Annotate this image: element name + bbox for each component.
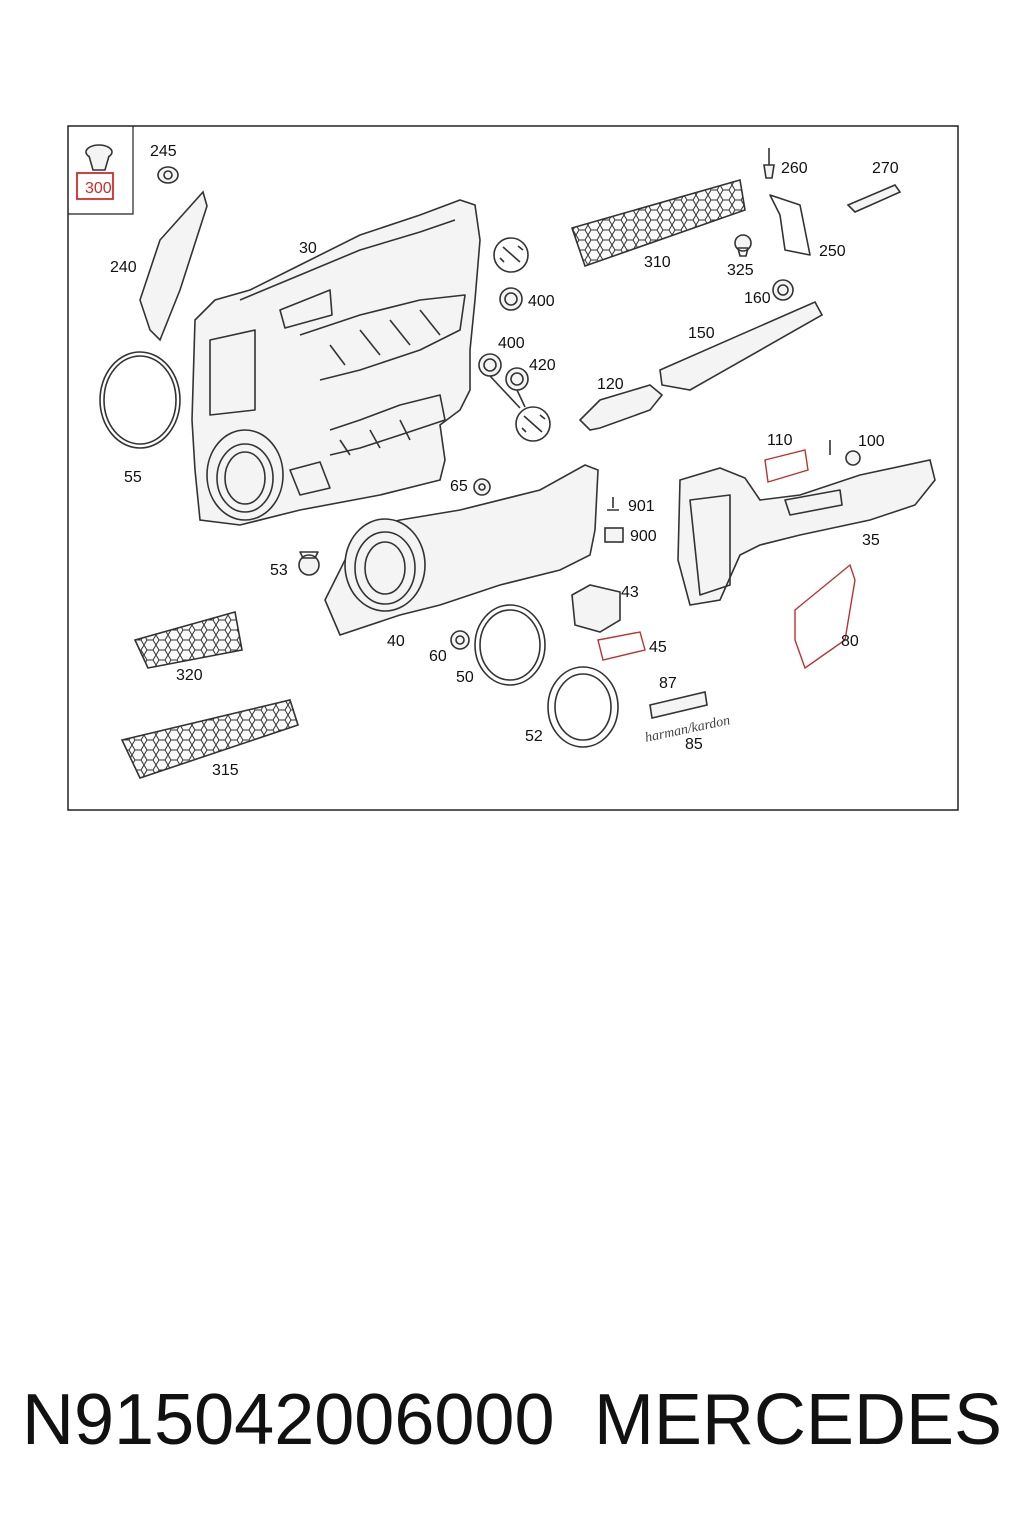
door-panel-30-shape [191,199,481,526]
callout-900: 900 [630,528,657,545]
callout-43: 43 [621,584,639,601]
callout-80: 80 [841,633,859,650]
callout-320: 320 [176,667,203,684]
callout-250: 250 [819,243,846,260]
callout-420: 420 [529,357,556,374]
switch-43-shape [571,584,621,633]
plug-270-shape [846,184,902,213]
callout-53: 53 [270,562,288,579]
callout-50: 50 [456,669,474,686]
grommet-400-icon [499,287,523,311]
callout-85: 85 [685,736,703,753]
callout-310: 310 [644,254,671,271]
callout-55: 55 [124,469,142,486]
grommet-400b-icon [478,353,502,377]
callout-240: 240 [110,259,137,276]
grommet-160-icon [772,279,794,301]
callout-100: 100 [858,433,885,450]
callout-35: 35 [862,532,880,549]
door-panel-40-shape [324,464,599,636]
exploded-parts-diagram: 300 [67,125,959,811]
grille-310-shape [570,178,746,268]
highlight-box [76,172,114,200]
clip-53-icon [298,551,320,576]
cover-110-shape [764,449,809,483]
screw-100-icon [829,440,861,466]
callout-65: 65 [450,478,468,495]
clip-300-icon [85,144,113,171]
callout-270: 270 [872,160,899,177]
speaker-ring-52-shape [547,666,619,748]
inset-label: 300 [85,180,112,197]
trim-240-shape [139,190,208,342]
connector-901-icon [607,497,619,511]
callout-245: 245 [150,143,177,160]
bracket-250-shape [769,194,811,256]
bracket-87-shape [649,691,708,719]
diagram-frame [67,125,959,811]
wrench-icon-2 [489,375,551,442]
inset-box [68,126,134,215]
pin-260-icon [763,148,775,179]
door-panel-35-shape [677,459,936,606]
clip-65-icon [473,478,491,496]
callout-110: 110 [767,432,793,449]
callout-325: 325 [727,262,754,279]
callout-260: 260 [781,160,808,177]
speaker-ring-50-shape [474,604,546,686]
callout-120: 120 [597,376,624,393]
trim-150-shape [659,300,824,391]
connector-900-icon [604,527,624,543]
brand-name: MERCEDES [593,1380,1002,1460]
callout-52: 52 [525,728,543,745]
callout-400a: 400 [528,293,555,310]
grommet-60-icon [450,630,470,650]
callout-40: 40 [387,633,405,650]
callout-60: 60 [429,648,447,665]
callout-30: 30 [299,240,317,257]
grommet-420-icon [505,367,529,391]
cover-45-shape [597,631,646,661]
clip-245-icon [157,166,179,184]
callout-87: 87 [659,675,677,692]
trim-80-shape [794,563,856,670]
grille-320-shape [133,610,243,669]
part-number: N915042006000 [22,1380,555,1460]
footer: N915042006000 MERCEDES [0,1375,1024,1475]
callout-160: 160 [744,290,771,307]
speaker-ring-55-shape [99,351,181,449]
handle-120-shape [578,384,664,431]
wrench-icon [493,237,529,273]
callout-150: 150 [688,325,715,342]
callout-315: 315 [212,762,239,779]
grille-315-shape [120,699,300,779]
callout-400b: 400 [498,335,525,352]
callout-45: 45 [649,639,667,656]
callout-901: 901 [628,498,655,515]
screw-325-icon [734,234,752,257]
